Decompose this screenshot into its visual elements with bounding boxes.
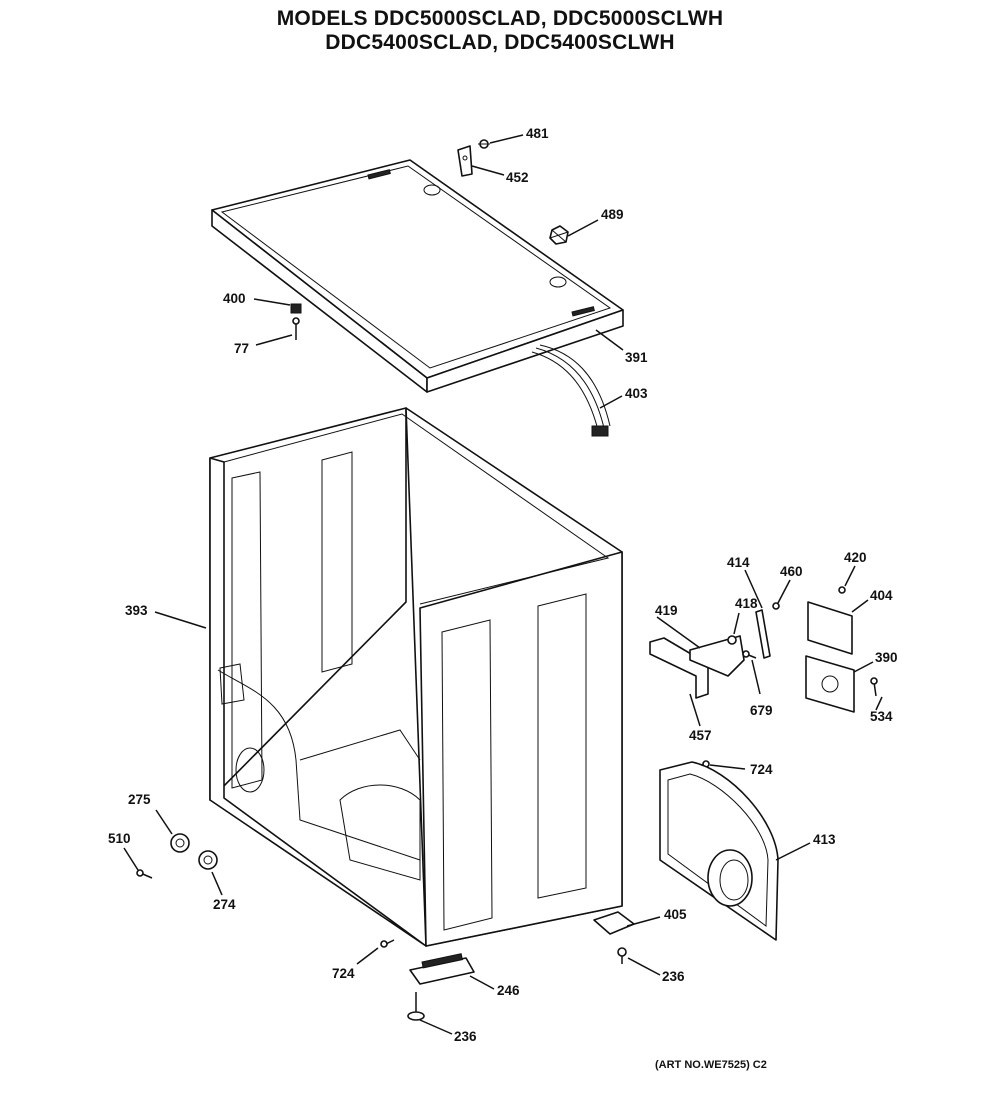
screw-679 — [742, 650, 757, 659]
harness-403 — [531, 344, 611, 437]
callout-489: 489 — [601, 207, 624, 222]
screw-510 — [136, 869, 153, 879]
callout-724-lower: 724 — [332, 966, 355, 981]
callout-457: 457 — [689, 728, 712, 743]
top-panel — [211, 159, 624, 393]
callout-679: 679 — [750, 703, 773, 718]
callout-236-lower: 236 — [454, 1029, 477, 1044]
callout-390: 390 — [875, 650, 898, 665]
callout-403: 403 — [625, 386, 648, 401]
callout-481: 481 — [526, 126, 549, 141]
callout-404: 404 — [870, 588, 893, 603]
callout-labels: 481 452 489 400 77 391 403 393 414 460 4… — [108, 126, 898, 1044]
callout-534: 534 — [870, 709, 893, 724]
thermostat-274 — [198, 850, 218, 870]
callout-274: 274 — [213, 897, 236, 912]
bracket-452 — [457, 145, 473, 177]
screw-534 — [870, 677, 878, 697]
plate-404 — [807, 601, 853, 655]
leader-lines — [123, 134, 883, 1035]
callout-236-right: 236 — [662, 969, 685, 984]
callout-414: 414 — [727, 555, 750, 570]
callout-510: 510 — [108, 831, 131, 846]
callout-724-upper: 724 — [750, 762, 773, 777]
bracket-419 — [649, 637, 709, 699]
front-panel-413 — [659, 761, 779, 941]
callout-418: 418 — [735, 596, 758, 611]
clip-489 — [549, 225, 569, 245]
callout-460: 460 — [780, 564, 803, 579]
screw-724-lower — [380, 939, 395, 948]
clip-400 — [290, 303, 302, 314]
art-number: (ART NO.WE7525) C2 — [655, 1059, 767, 1071]
cabinet — [209, 407, 623, 947]
screw-481 — [478, 139, 490, 149]
screw-460 — [772, 602, 780, 610]
callout-452: 452 — [506, 170, 529, 185]
bracket-246 — [409, 953, 475, 985]
thermostat-275 — [170, 833, 190, 853]
terminal-block-418 — [689, 635, 745, 677]
screw-420 — [838, 586, 846, 594]
callout-393: 393 — [125, 603, 148, 618]
callout-419: 419 — [655, 603, 678, 618]
callout-246: 246 — [497, 983, 520, 998]
callout-77: 77 — [234, 341, 249, 356]
callout-391: 391 — [625, 350, 648, 365]
callout-413: 413 — [813, 832, 836, 847]
callout-405: 405 — [664, 907, 687, 922]
hinge-405 — [593, 911, 635, 935]
screw-77 — [292, 317, 300, 340]
callout-275: 275 — [128, 792, 151, 807]
leveling-leg-236 — [407, 992, 425, 1021]
screw-236-right — [617, 947, 627, 964]
models-title-line-2: DDC5400SCLAD, DDC5400SCLWH — [325, 31, 675, 54]
models-title-line-1: MODELS DDC5000SCLAD, DDC5000SCLWH — [276, 7, 724, 30]
callout-420: 420 — [844, 550, 867, 565]
callout-400: 400 — [223, 291, 246, 306]
plate-390 — [805, 655, 855, 713]
wire-414 — [755, 609, 771, 659]
